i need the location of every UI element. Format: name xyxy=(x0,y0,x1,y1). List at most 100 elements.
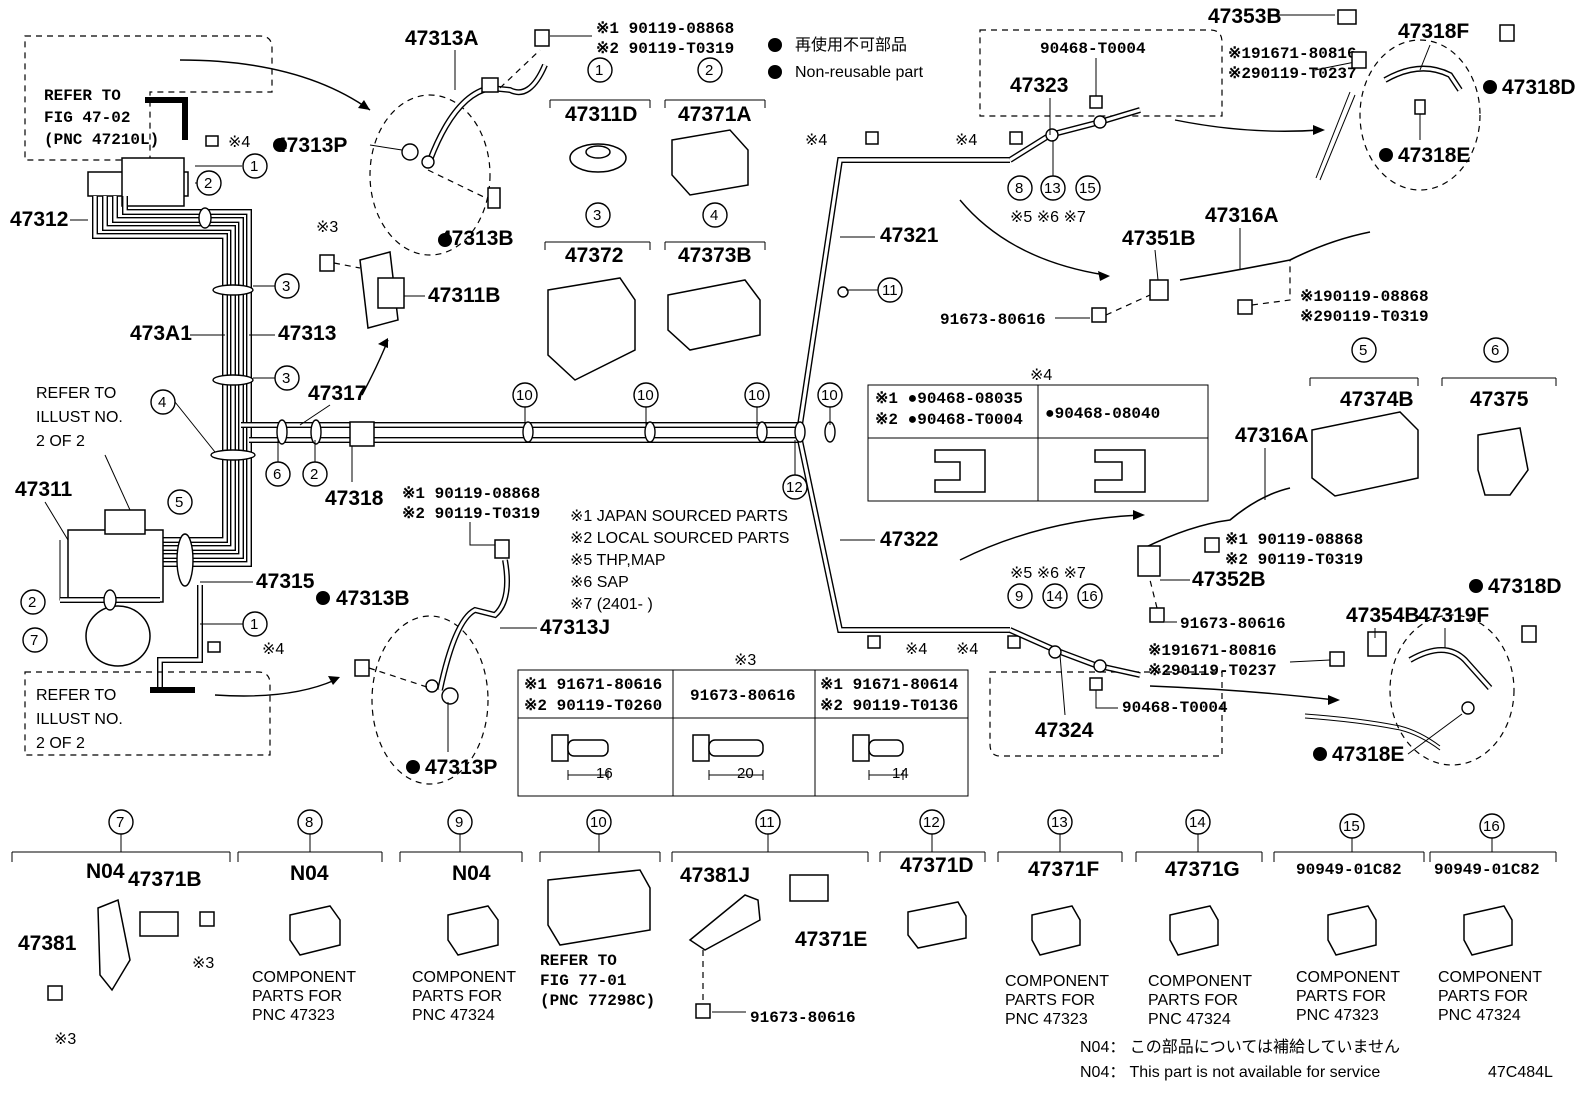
note-1: ※1 JAPAN SOURCED PARTS xyxy=(570,508,788,525)
refer-illust-top-2: ILLUST NO. xyxy=(36,409,123,426)
bottom-code-13: 47371F xyxy=(1028,858,1099,881)
bottom-label-10-3: (PNC 77298C) xyxy=(540,992,655,1010)
refer-illust-top-1: REFER TO xyxy=(36,385,116,402)
bolt-top-1: ※1 90119-08868 xyxy=(596,20,734,38)
label-47311B: 47311B xyxy=(428,284,500,307)
variant-top: ※5 ※6 ※7 xyxy=(1010,209,1086,226)
label-47315: 47315 xyxy=(256,570,315,593)
svg-text:3: 3 xyxy=(282,370,290,387)
label-47319F: 47319F xyxy=(1418,604,1489,627)
svg-text:2: 2 xyxy=(28,594,36,611)
legend-dot xyxy=(768,38,782,52)
bottom-label-13-1: COMPONENT xyxy=(1005,973,1109,990)
abs-sensor-rear-right xyxy=(1137,487,1291,623)
label-47311D: 47311D xyxy=(565,103,637,126)
label-47318F: 47318F xyxy=(1398,20,1469,43)
label-47352B: 47352B xyxy=(1192,568,1266,591)
legend-dot xyxy=(768,65,782,79)
bottom-num-15: 15 xyxy=(1343,818,1360,835)
variant-bot: ※5 ※6 ※7 xyxy=(1010,565,1086,582)
bolt-c1-1: ※1 91671-80616 xyxy=(524,676,662,694)
svg-text:2: 2 xyxy=(310,466,318,483)
front-right-wheel-hose xyxy=(354,539,510,785)
note-2: ※2 LOCAL SOURCED PARTS xyxy=(570,530,789,547)
star3-mark: ※3 xyxy=(54,1031,76,1048)
bottom-label-14-2: PARTS FOR xyxy=(1148,992,1238,1009)
label-47313B-bot: 47313B xyxy=(336,587,410,610)
bottom-label-16-2: PARTS FOR xyxy=(1438,988,1528,1005)
bottom-label-15-3: PNC 47323 xyxy=(1296,1007,1379,1024)
bottom-label-10-2: FIG 77-01 xyxy=(540,972,626,990)
bottom-code-14: 47371G xyxy=(1165,858,1240,881)
label-90468-T0004-top: 90468-T0004 xyxy=(1040,40,1146,58)
bottom-code-11: 47381J xyxy=(680,864,750,887)
bolt-table: ※3 ※1 91671-80616 ※2 90119-T0260 91673-8… xyxy=(517,652,969,797)
svg-text:2: 2 xyxy=(705,62,713,79)
bottom-num-12: 12 xyxy=(923,814,940,831)
svg-text:11: 11 xyxy=(882,282,898,299)
bolt-r2-1: ※190119-08868 xyxy=(1300,288,1429,306)
svg-text:3: 3 xyxy=(282,278,290,295)
bottom-label-16-3: PNC 47324 xyxy=(1438,1007,1521,1024)
star4-mark: ※4 xyxy=(228,134,250,151)
label-47322: 47322 xyxy=(880,528,938,551)
svg-text:1: 1 xyxy=(250,158,258,175)
bottom-code-12: 47371D xyxy=(900,854,974,877)
label-47318D-bot: 47318D xyxy=(1488,575,1562,598)
label-47313B-top: 47313B xyxy=(440,227,514,250)
note-7: ※7 (2401- ) xyxy=(570,596,653,613)
bottom-num-8: 8 xyxy=(305,814,313,831)
footer-n04-jp: N04： この部品については補給していません xyxy=(1080,1038,1400,1056)
bolt-r3-2: ※2 90119-T0319 xyxy=(1225,551,1363,569)
bottom-code-9: N04 xyxy=(452,862,491,885)
bolt-r4-1: ※191671-80816 xyxy=(1148,642,1277,660)
svg-text:5: 5 xyxy=(175,494,183,511)
clip-col1-1: ※1 ●90468-08035 xyxy=(875,390,1023,408)
bolt-r1-1: ※191671-80816 xyxy=(1228,45,1357,63)
label-47372: 47372 xyxy=(565,244,623,267)
svg-text:10: 10 xyxy=(637,387,654,404)
label-47313A: 47313A xyxy=(405,27,479,50)
bottom-num-13: 13 xyxy=(1051,814,1068,831)
nonreusable-dot xyxy=(273,138,287,152)
star3-mark: ※3 xyxy=(192,955,214,972)
rear-left-hose-box xyxy=(979,29,1223,163)
bracket-47311b xyxy=(319,251,405,329)
nonreusable-dot xyxy=(1313,747,1327,761)
label-47353B: 47353B xyxy=(1208,5,1282,28)
svg-text:15: 15 xyxy=(1079,180,1096,197)
label-91673-80616-b: 91673-80616 xyxy=(1180,615,1286,633)
bottom-bolt-11: 91673-80616 xyxy=(750,1009,856,1027)
star4-mark: ※4 xyxy=(955,132,977,149)
label-47316A-mid: 47316A xyxy=(1235,424,1309,447)
label-473A1: 473A1 xyxy=(130,322,192,345)
label-47317: 47317 xyxy=(308,382,366,405)
bottom-num-9: 9 xyxy=(455,814,463,831)
bottom-extra-7: 47371B xyxy=(128,868,202,891)
bottom-label-16-1: COMPONENT xyxy=(1438,969,1542,986)
bolt-len-16: 16 xyxy=(596,765,613,782)
rear-right-wheel xyxy=(1304,614,1537,766)
svg-text:1: 1 xyxy=(595,62,603,79)
bolt-len-14: 14 xyxy=(892,765,909,782)
bolt-mid-2: ※2 90119-T0319 xyxy=(402,505,540,523)
svg-text:14: 14 xyxy=(1046,588,1063,605)
bolt-len-20: 20 xyxy=(737,765,754,782)
star4-mark: ※4 xyxy=(262,641,284,658)
svg-text:1: 1 xyxy=(250,616,258,633)
abs-sensor-rear-left xyxy=(1091,231,1371,323)
bottom-code-8: N04 xyxy=(290,862,329,885)
bottom-label-8-1: COMPONENT xyxy=(252,969,356,986)
bottom-label-14-3: PNC 47324 xyxy=(1148,1011,1231,1028)
label-47312: 47312 xyxy=(10,208,68,231)
clip-table: ※4 ※1 ●90468-08035 ※2 ●90468-T0004 ●9046… xyxy=(867,367,1209,502)
bottom-label-8-3: PNC 47323 xyxy=(252,1007,335,1024)
svg-text:13: 13 xyxy=(1044,180,1061,197)
bottom-num-16: 16 xyxy=(1483,818,1500,835)
star4-mark: ※4 xyxy=(956,641,978,658)
master-cylinder-assembly xyxy=(59,157,1010,690)
svg-text:4: 4 xyxy=(158,394,166,411)
label-47318E-top: 47318E xyxy=(1398,144,1470,167)
svg-text:7: 7 xyxy=(30,632,38,649)
svg-text:8: 8 xyxy=(1015,180,1023,197)
